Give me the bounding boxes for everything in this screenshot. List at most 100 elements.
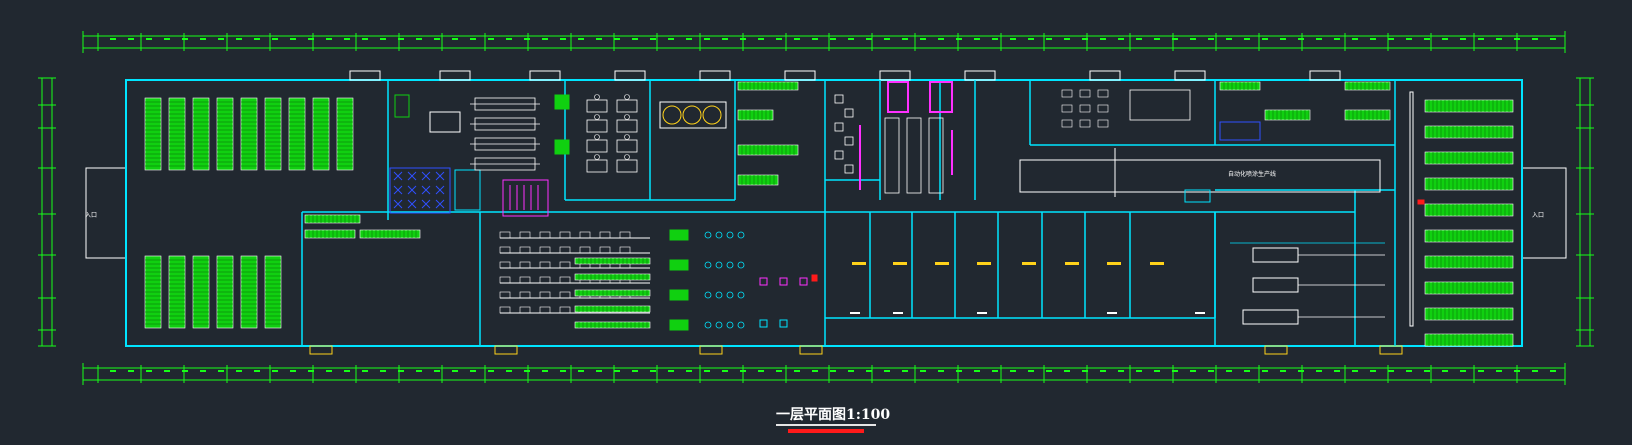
dim-bottom-dim-text xyxy=(1172,370,1178,372)
dim-top-dim-text xyxy=(308,38,314,40)
dim-top-dim-text xyxy=(920,38,926,40)
cyan-station xyxy=(726,321,734,329)
dim-bottom-dim-text xyxy=(848,370,854,372)
dim-top-dim-text xyxy=(506,38,512,40)
door-block xyxy=(1184,189,1211,203)
entrance-left-label: 入口 xyxy=(85,212,98,219)
dim-bottom-dim-text xyxy=(110,370,116,372)
bench-seat xyxy=(579,246,591,254)
tank xyxy=(702,105,722,125)
dim-top-dim-text xyxy=(776,38,782,40)
dim-top-dim-text xyxy=(1280,38,1286,40)
dim-top-dim-text xyxy=(758,38,764,40)
workstation xyxy=(586,139,608,153)
chair xyxy=(624,154,630,160)
cyan-station xyxy=(726,231,734,239)
bench-seat xyxy=(539,246,551,254)
shelf xyxy=(1344,109,1391,121)
production-line-label: 自动化喷涂生产线 xyxy=(1228,171,1277,178)
dim-bottom-dim-text xyxy=(1010,370,1016,372)
dim-bottom-dim-text xyxy=(1298,370,1304,372)
green-station xyxy=(669,289,689,301)
x-mark xyxy=(421,199,431,209)
bench-seat xyxy=(539,261,551,269)
dim-bottom-dim-text xyxy=(146,370,152,372)
bench-seat xyxy=(499,291,511,299)
bay-tag xyxy=(852,262,866,265)
bench-seat xyxy=(559,231,571,239)
roof-annex xyxy=(784,70,816,81)
dim-bottom-dim-text xyxy=(506,370,512,372)
dim-top-dim-text xyxy=(668,38,674,40)
bench-seat xyxy=(539,231,551,239)
cyan-station xyxy=(726,291,734,299)
dim-top-dim-text xyxy=(1316,38,1322,40)
bench-shelf xyxy=(574,321,651,329)
cyan-station xyxy=(704,231,712,239)
dim-top-dim-text xyxy=(1172,38,1178,40)
door-annex xyxy=(799,345,823,355)
dim-top-dim-text xyxy=(1136,38,1142,40)
green-station xyxy=(669,319,689,331)
dim-top-dim-text xyxy=(1442,38,1448,40)
dim-bottom-dim-text xyxy=(254,370,260,372)
booth-line xyxy=(928,117,944,194)
dim-top-dim-text xyxy=(146,38,152,40)
dim-bottom-dim-text xyxy=(308,370,314,372)
dim-top-dim-text xyxy=(560,38,566,40)
chair xyxy=(594,94,600,100)
dim-bottom-dim-text xyxy=(1190,370,1196,372)
entrance-canopy-right xyxy=(1522,167,1567,259)
dim-bottom-dim-text xyxy=(830,370,836,372)
x-mark xyxy=(421,185,431,195)
bay-tag-white xyxy=(893,312,903,314)
dim-bottom-dim-text xyxy=(290,370,296,372)
shelf xyxy=(1344,81,1391,91)
desk xyxy=(1079,104,1091,113)
equip-block xyxy=(844,108,854,118)
dim-top-dim-text xyxy=(524,38,530,40)
shelf xyxy=(737,144,799,156)
dim-top-dim-text xyxy=(1478,38,1484,40)
x-mark xyxy=(407,185,417,195)
dim-top-dim-text xyxy=(632,38,638,40)
tank xyxy=(682,105,702,125)
bench-seat xyxy=(599,231,611,239)
dim-top-dim-text xyxy=(290,38,296,40)
dim-top-dim-text xyxy=(1100,38,1106,40)
dim-top-dim-text xyxy=(1262,38,1268,40)
dim-top-dim-text xyxy=(1190,38,1196,40)
bench-seat xyxy=(519,291,531,299)
bay-tag xyxy=(977,262,991,265)
dim-bottom-dim-text xyxy=(614,370,620,372)
green-block xyxy=(394,94,410,118)
dim-top-dim-text xyxy=(236,38,242,40)
dim-bottom-dim-text xyxy=(1550,370,1556,372)
title-underline-accent xyxy=(788,429,864,433)
equip-block xyxy=(834,150,844,160)
cyan-station xyxy=(715,231,723,239)
bay-tag xyxy=(935,262,949,265)
dim-bottom-dim-text xyxy=(200,370,206,372)
bay-tag-white xyxy=(850,312,860,314)
dim-bottom-dim-text xyxy=(434,370,440,372)
dim-top-dim-text xyxy=(344,38,350,40)
door-annex xyxy=(1379,345,1403,355)
desk xyxy=(1097,89,1109,98)
dim-top-dim-text xyxy=(182,38,188,40)
blue-zone-right xyxy=(1219,121,1261,141)
dim-bottom-dim-text xyxy=(1262,370,1268,372)
blue-zone xyxy=(389,167,451,214)
bay-tag xyxy=(1022,262,1036,265)
workstation xyxy=(616,99,638,113)
roof-annex xyxy=(879,70,911,81)
bench-seat xyxy=(499,231,511,239)
door-annex xyxy=(1264,345,1288,355)
cyan-station xyxy=(737,231,745,239)
bench-shelf xyxy=(574,273,651,281)
machine xyxy=(429,111,461,133)
dim-top-dim-text xyxy=(1208,38,1214,40)
dim-bottom-dim-text xyxy=(380,370,386,372)
